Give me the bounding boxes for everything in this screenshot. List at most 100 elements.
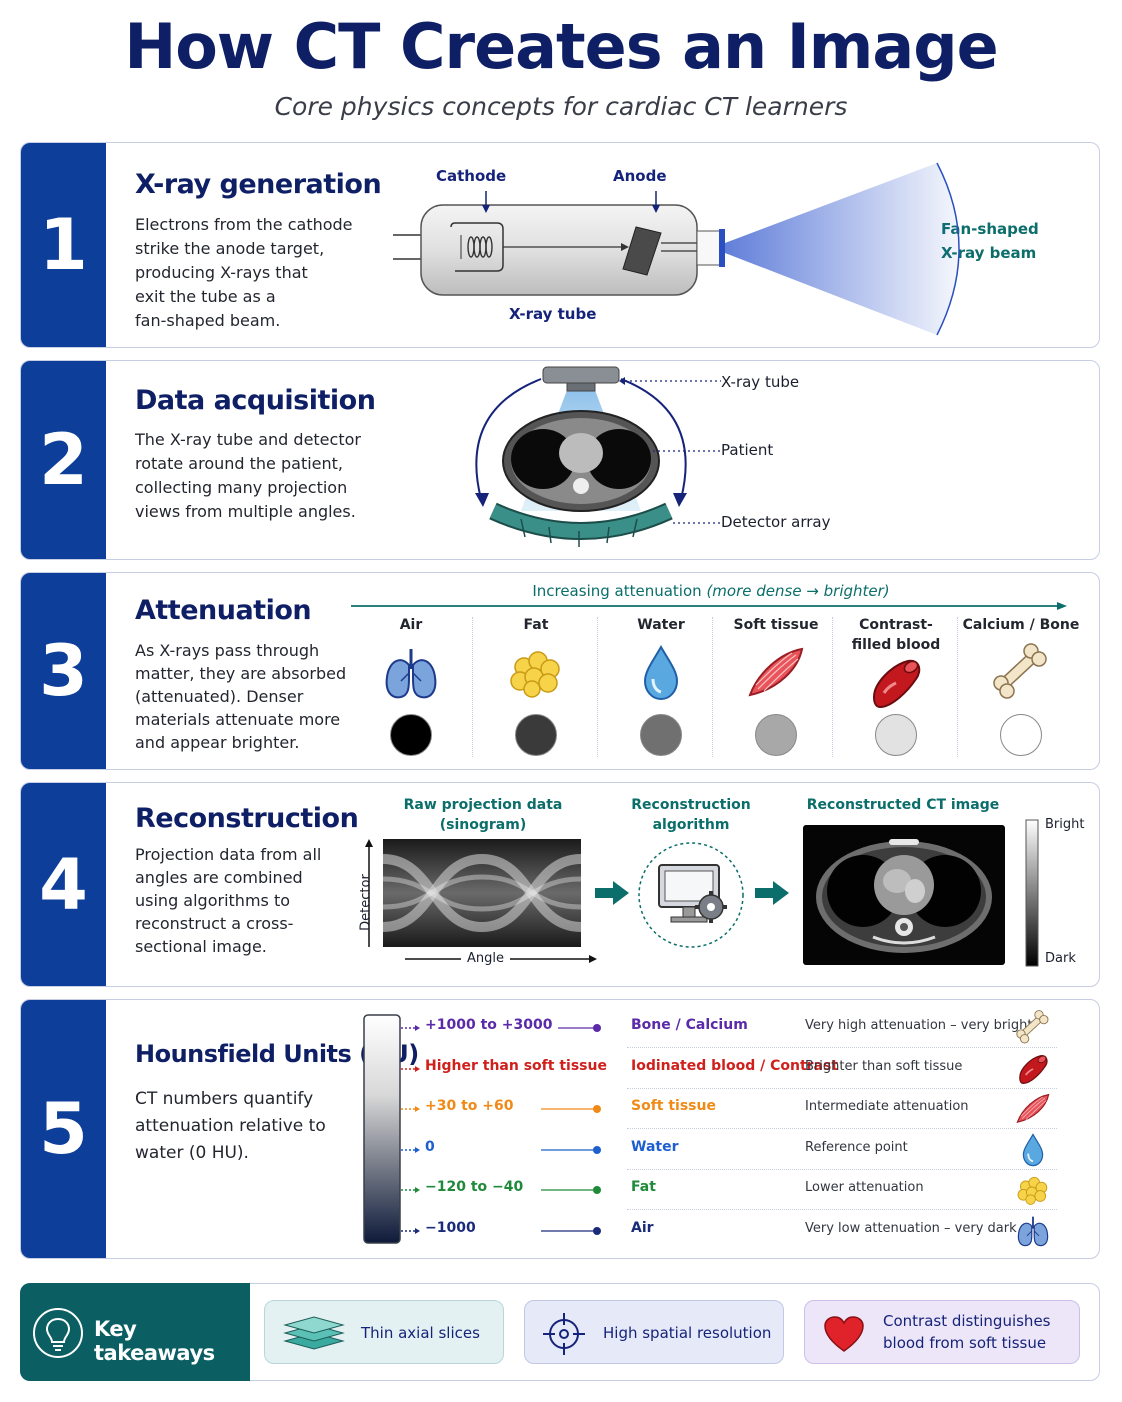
attenuation-arrow (351, 602, 1067, 610)
step-2-panel: 2 Data acquisition The X-ray tube and de… (20, 360, 1100, 560)
step-number: 3 (21, 573, 106, 769)
hu-row: Higher than soft tissue Iodinated blood /… (21, 1051, 1099, 1091)
gray-level-swatch (755, 714, 797, 756)
takeaway-thin-slices: Thin axial slices (264, 1300, 504, 1364)
lungs-icon (381, 643, 441, 703)
column-divider (957, 617, 958, 757)
hu-value: +30 to +60 (425, 1098, 520, 1114)
hu-material: Air (631, 1219, 654, 1236)
material-name: Contrast-filled blood (851, 617, 941, 653)
step-title: X-ray generation (135, 169, 382, 200)
gray-level-swatch (515, 714, 557, 756)
computer-gear-icon (638, 842, 744, 948)
fat-icon (506, 643, 566, 703)
hu-row: −120 to −40 Fat Lower attenuation (21, 1172, 1099, 1212)
tube-label: X-ray tube (509, 305, 597, 323)
takeaways-title: Key takeaways (94, 1317, 215, 1365)
grayscale-bar (1025, 819, 1039, 967)
column-divider (472, 617, 473, 757)
step-4-panel: 4 Reconstruction Projection data from al… (20, 782, 1100, 987)
step-5-panel: 5 Hounsfield Units (HU) CT numbers quant… (20, 999, 1100, 1259)
lightbulb-icon (33, 1308, 83, 1358)
row-divider (627, 1209, 1057, 1210)
material-name: Water (637, 617, 685, 633)
bone-icon (1015, 1010, 1051, 1046)
hu-value: −120 to −40 (425, 1179, 530, 1195)
ct-image (803, 825, 1005, 965)
hu-material: Fat (631, 1179, 656, 1195)
column-divider (832, 617, 833, 757)
anode-label: Anode (613, 167, 667, 185)
hu-value: Higher than soft tissue (425, 1057, 613, 1074)
takeaway-label: High spatial resolution (603, 1324, 772, 1342)
step-number: 5 (21, 1000, 106, 1258)
material-name: Fat (523, 617, 549, 633)
row-divider (627, 1047, 1057, 1048)
bright-label: Bright (1045, 817, 1085, 832)
hu-scale-bar (363, 1014, 401, 1244)
step-number: 2 (21, 361, 106, 559)
patient-label: Patient (721, 441, 774, 459)
material-name: Air (399, 617, 423, 633)
step-title: Data acquisition (135, 385, 376, 416)
hu-leader-line (401, 1105, 601, 1113)
step-number: 1 (21, 143, 106, 347)
column-divider (597, 617, 598, 757)
hu-leader-line (401, 1186, 601, 1194)
hu-material: Water (631, 1138, 679, 1155)
flow-arrow-1 (595, 881, 629, 905)
gray-level-swatch (640, 714, 682, 756)
bone-icon (991, 643, 1051, 703)
lungs-icon (1015, 1213, 1051, 1249)
hu-material: Iodinated blood / Contrast (631, 1057, 839, 1074)
sinogram-axes (365, 839, 597, 963)
gray-level-swatch (875, 714, 917, 756)
gantry-diagram (475, 366, 721, 547)
step-1-panel: 1 X-ray generation Electrons from the ca… (20, 142, 1100, 348)
hu-description: Very high attenuation – very bright (805, 1018, 1033, 1033)
xray-tube-label: X-ray tube (721, 373, 800, 391)
heart-icon (824, 1316, 864, 1352)
blood-vessel-icon (866, 653, 926, 713)
hu-description: Intermediate attenuation (805, 1099, 969, 1114)
hu-value: −1000 (425, 1219, 482, 1236)
hu-description: Lower attenuation (805, 1180, 924, 1195)
reconstructed-label: Reconstructed CT image (806, 797, 1000, 813)
step-number: 4 (21, 783, 106, 986)
fat-icon (1015, 1172, 1051, 1208)
xray-tube-diagram (393, 162, 960, 336)
cathode-label: Cathode (436, 167, 507, 185)
hu-value: 0 (425, 1138, 441, 1155)
water-drop-icon (1015, 1132, 1051, 1168)
page-title: How CT Creates an Image (124, 10, 998, 83)
material-name: Soft tissue (733, 617, 819, 633)
gray-level-swatch (1000, 714, 1042, 756)
hu-value: +1000 to +3000 (425, 1017, 559, 1033)
attenuation-arrow-label: Increasing attenuation (more dense → bri… (532, 582, 890, 600)
takeaway-resolution: High spatial resolution (524, 1300, 784, 1364)
sinogram-image (382, 839, 582, 947)
muscle-icon (1015, 1091, 1051, 1127)
takeaway-label: Thin axial slices (361, 1324, 480, 1342)
hu-leader-line (401, 1226, 601, 1235)
column-divider (712, 617, 713, 757)
sinogram-label: Raw projection data(sinogram) (403, 797, 563, 833)
step-title: Reconstruction (135, 803, 359, 834)
row-divider (627, 1128, 1057, 1129)
detector-array-label: Detector array (721, 513, 831, 531)
row-divider (627, 1087, 1057, 1089)
step-title: Attenuation (135, 595, 312, 626)
water-drop-icon (631, 643, 691, 703)
